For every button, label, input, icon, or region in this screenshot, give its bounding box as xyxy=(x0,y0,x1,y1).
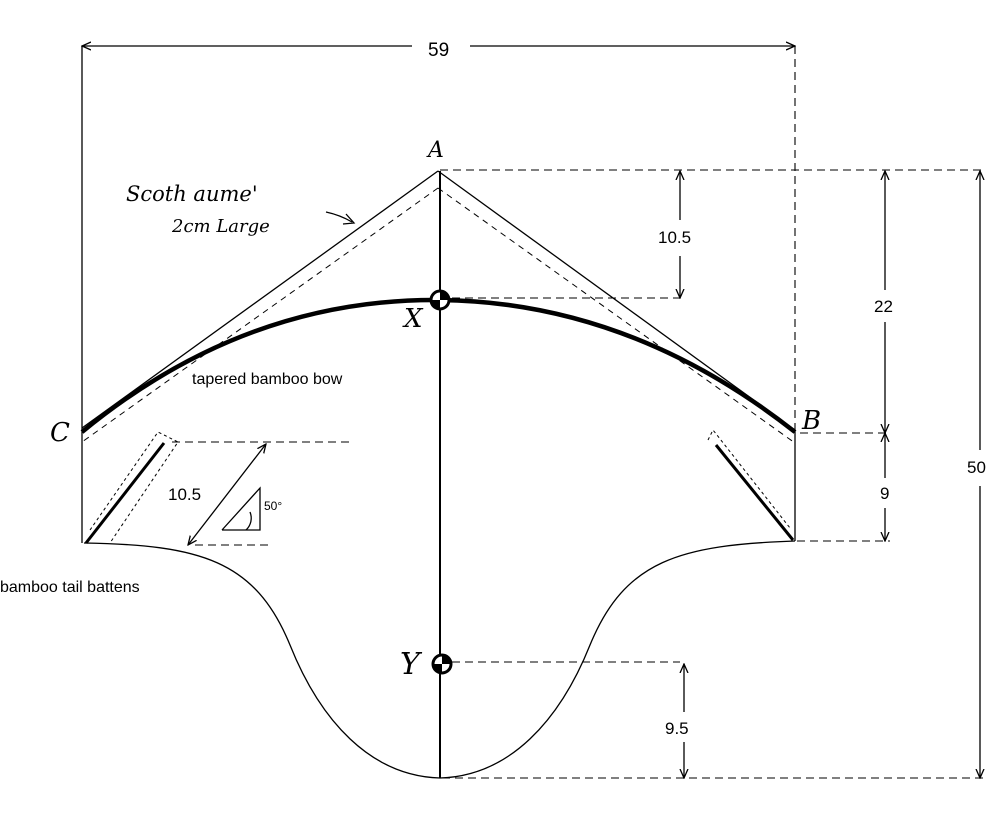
tape-line-right xyxy=(437,187,796,444)
dim-label-batten-angle: 50° xyxy=(264,499,283,513)
bamboo-bow xyxy=(80,297,797,434)
point-y-marker xyxy=(431,653,453,675)
handwritten-note-line1: Scoth aume' xyxy=(126,182,258,206)
point-label-x: X xyxy=(404,304,423,334)
point-label-c: C xyxy=(50,418,70,448)
dim-label-a-x: 10.5 xyxy=(658,228,692,247)
tape-line-left xyxy=(81,187,439,443)
point-label-y: Y xyxy=(400,647,420,682)
tail-batten-left xyxy=(84,442,166,544)
handwritten-note-line2: 2cm Large xyxy=(172,216,270,237)
point-label-a: A xyxy=(428,138,444,163)
dim-label-y-bottom: 9.5 xyxy=(665,719,689,738)
point-x-marker xyxy=(429,289,451,311)
angle-arc xyxy=(245,511,252,531)
dim-label-a-b: 22 xyxy=(874,297,893,316)
batten-sleeve-right xyxy=(707,429,791,529)
point-label-b: B xyxy=(802,406,822,436)
batten-sleeve-left xyxy=(89,431,179,544)
battens-label: bamboo tail battens xyxy=(0,579,140,596)
tape-pointer-arrowhead xyxy=(342,213,356,225)
angle-indicator xyxy=(221,486,261,531)
dim-label-width: 59 xyxy=(428,40,450,61)
leading-edge-left xyxy=(81,170,439,429)
dim-label-b-tail: 9 xyxy=(880,484,890,503)
dim-label-total: 50 xyxy=(967,458,986,477)
tape-pointer-arrow xyxy=(325,211,353,223)
dim-line-batten xyxy=(188,444,266,545)
bow-label: tapered bamboo bow xyxy=(192,371,343,388)
leading-edge-right xyxy=(437,170,796,431)
tail-batten-right xyxy=(714,444,795,541)
dim-label-batten-length: 10.5 xyxy=(168,485,202,504)
tail-outline xyxy=(83,540,796,779)
